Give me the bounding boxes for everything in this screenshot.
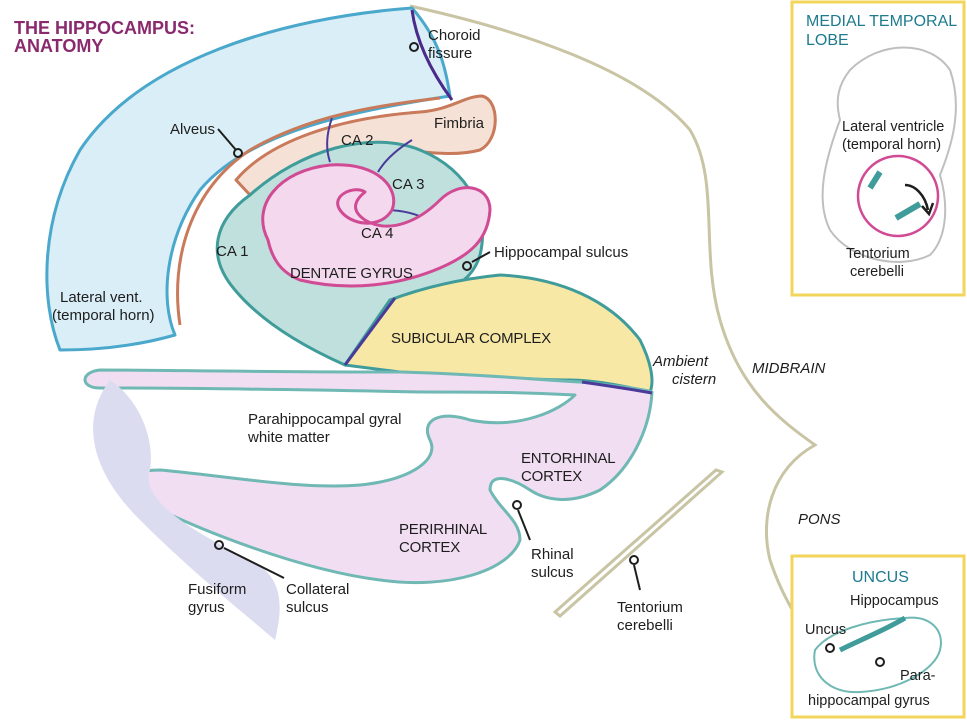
lateral-vent-label-1: Lateral vent. — [60, 289, 143, 306]
parahippocampal-wm-label-2: white matter — [247, 429, 330, 446]
inset-medial-arrow — [904, 183, 930, 211]
inset-uncus-pointer — [825, 643, 835, 653]
rhinal-sulcus-label-2: sulcus — [531, 564, 574, 581]
inset-medial-title-2: LOBE — [806, 32, 849, 49]
inset-medial-temporal-lobe: MEDIAL TEMPORAL LOBE Lateral ventricle (… — [790, 0, 966, 297]
inset-uncus-hippocampus-mark — [838, 615, 907, 653]
alveus-label: Alveus — [170, 121, 215, 138]
collateral-sulcus-label-1: Collateral — [286, 581, 349, 598]
inset-medial-hippocampus-circle — [856, 154, 940, 238]
lateral-vent-label-2: (temporal horn) — [52, 307, 155, 324]
inset-uncus-uncus-label: Uncus — [805, 622, 846, 638]
fusiform-gyrus-label-2: gyrus — [188, 599, 225, 616]
inset-uncus-para-label-1: Para- — [900, 668, 936, 684]
subiculum-ca1-boundary — [343, 297, 397, 366]
subicular-complex-label: SUBICULAR COMPLEX — [391, 330, 551, 347]
ca2-label: CA 2 — [341, 132, 374, 149]
inset-tentorium-label-2: cerebelli — [850, 264, 904, 280]
tentorium-label-1: Tentorium — [617, 599, 683, 616]
ca1-ca2-boundary — [326, 117, 333, 163]
fusiform-gyrus-label-1: Fusiform — [188, 581, 246, 598]
tentorium-label-2: cerebelli — [617, 617, 673, 634]
inset-tentorium-label-1: Tentorium — [846, 246, 910, 262]
inset-uncus-title: UNCUS — [852, 569, 909, 586]
inset-uncus: UNCUS Hippocampus Uncus Para- hippocampa… — [790, 554, 966, 719]
ca3-label: CA 3 — [392, 176, 425, 193]
figure-title-line2: ANATOMY — [14, 36, 103, 56]
choroid-fissure-label-2: fissure — [428, 45, 472, 62]
dentate-gyrus-shape — [261, 163, 492, 288]
tentorium-line — [552, 468, 725, 618]
inset-medial-tentorium-mark — [894, 201, 922, 221]
ambient-cistern-label-2: cistern — [672, 371, 716, 388]
perirhinal-cortex-label-2: CORTEX — [399, 539, 460, 556]
ca1-label: CA 1 — [216, 243, 249, 260]
perirhinal-cortex-label-1: PERIRHINAL — [399, 521, 487, 538]
entorhinal-cortex-label-1: ENTORHINAL — [521, 450, 615, 467]
choroid-fissure-line — [410, 9, 454, 101]
dentate-gyrus-label: DENTATE GYRUS — [290, 265, 413, 282]
inset-uncus-hippocampus-label: Hippocampus — [850, 593, 939, 609]
ambient-cistern-label-1: Ambient — [652, 353, 709, 370]
ca2-ca3-boundary — [377, 139, 413, 173]
choroid-fissure-label-1: Choroid — [428, 27, 481, 44]
inset-medial-ventricle-mark — [867, 170, 883, 190]
midbrain-label: MIDBRAIN — [752, 360, 826, 377]
inset-lateral-ventricle-label-2: (temporal horn) — [842, 137, 941, 153]
inset-medial-lobe-outline — [821, 46, 957, 263]
inset-lateral-ventricle-label-1: Lateral ventricle — [842, 119, 944, 135]
inset-medial-title-1: MEDIAL TEMPORAL — [806, 13, 957, 30]
figure-title-line1: THE HIPPOCAMPUS: — [14, 18, 195, 38]
hippocampal-sulcus-label: Hippocampal sulcus — [494, 244, 628, 261]
ca4-label: CA 4 — [361, 225, 394, 242]
inset-uncus-para-label-2: hippocampal gyrus — [808, 693, 930, 709]
alveus-line — [176, 96, 441, 326]
fusiform-gyrus-shape — [93, 380, 280, 640]
rhinal-sulcus-label-1: Rhinal — [531, 546, 574, 563]
entorhinal-subiculum-boundary — [581, 380, 653, 395]
pointer-markers — [214, 42, 641, 591]
fimbria-label: Fimbria — [434, 115, 485, 132]
pons-label: PONS — [798, 511, 841, 528]
inset-parahippocampal-pointer — [875, 657, 885, 667]
inset-uncus-outline — [813, 616, 942, 694]
entorhinal-cortex-label-2: CORTEX — [521, 468, 582, 485]
collateral-sulcus-label-2: sulcus — [286, 599, 329, 616]
arrow-head-icon — [921, 202, 935, 217]
midline-outline — [409, 4, 818, 616]
parahippocampal-wm-label-1: Parahippocampal gyral — [248, 411, 401, 428]
